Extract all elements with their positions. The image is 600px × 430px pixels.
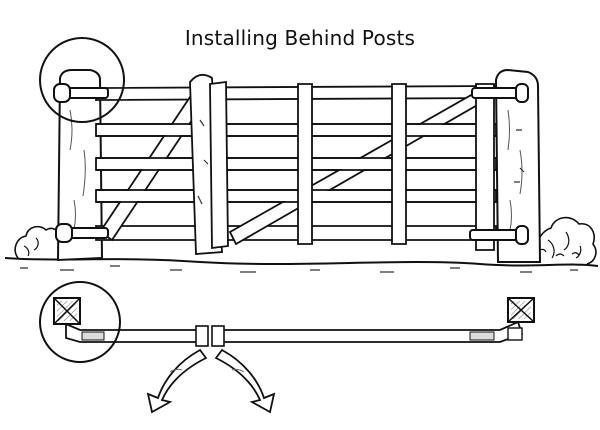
rail-5 — [95, 225, 497, 241]
top-right-hinge — [471, 83, 529, 103]
right-bush — [533, 216, 597, 265]
bottom-left-hinge — [55, 223, 109, 243]
top-left-hinge — [53, 83, 109, 103]
center-stile — [297, 83, 313, 245]
middle-stile-left — [209, 80, 229, 250]
left-leaf-plan — [65, 322, 209, 347]
ground-texture — [20, 265, 578, 273]
post-square-icon — [53, 297, 81, 325]
post-highlight-circle — [39, 281, 121, 363]
swing-arrow-icon — [146, 348, 208, 414]
left-bush — [14, 225, 61, 259]
left-hanging-post — [56, 69, 104, 262]
gate-elevation-view — [4, 37, 599, 273]
rail-1 — [95, 85, 497, 101]
quarter-stile — [391, 83, 407, 245]
right-leaf-plan — [211, 320, 524, 347]
latch-stile — [475, 83, 495, 251]
post-square-icon-right — [507, 297, 535, 323]
bottom-right-hinge — [469, 225, 529, 245]
swing-arrow-icon-right — [214, 348, 276, 414]
diagram-title: Installing Behind Posts — [184, 26, 416, 50]
gate-stiles — [189, 73, 495, 255]
hinge-highlight-circle — [39, 37, 125, 123]
gate-plan-view — [39, 281, 535, 414]
right-latch-post — [494, 68, 542, 263]
